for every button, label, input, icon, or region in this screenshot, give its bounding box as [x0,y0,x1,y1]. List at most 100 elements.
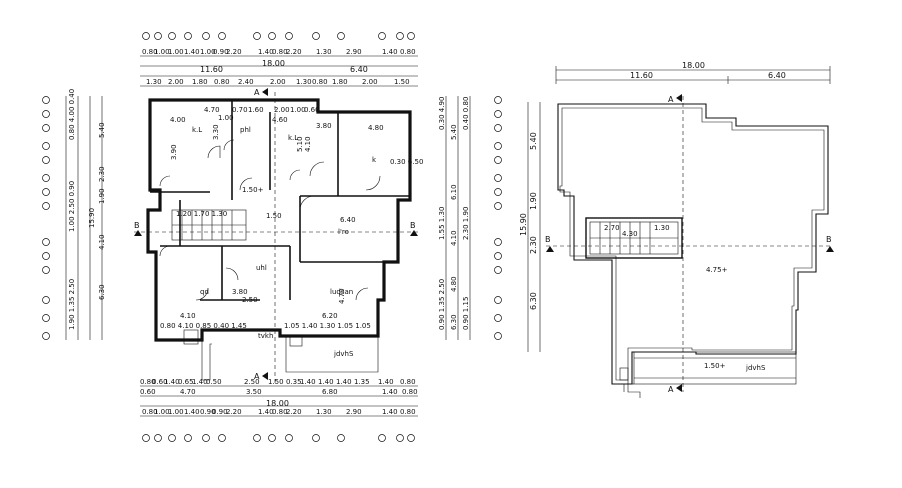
dim-label: 0.80 [312,78,328,86]
right-grid-bubbles [494,96,502,340]
dim-label: 1.50 [394,78,410,86]
dim-label: 5.40 [450,124,458,140]
dim-label: 0.80 [214,78,230,86]
roof-left-dim: 11.60 [630,71,653,80]
top-overall: 18.00 [262,59,285,68]
dim-label: 0.70 [232,106,248,114]
dim-label: 1.40 [336,378,352,386]
svg-text:0.90 1.35 2.50: 0.90 1.35 2.50 [438,279,446,330]
dim-label: 2.90 [346,48,362,56]
dim-label: 5.10 [296,136,304,152]
dim-label: 1.50 [268,378,284,386]
dim-label: 1.40 [300,378,316,386]
left-grid-bubbles [42,96,50,340]
dim-label: 2.00 [270,78,286,86]
dim-label: 4.80 [450,276,458,292]
dim-label: 4.10 [304,136,312,152]
svg-text:1.00 2.50 0.90: 1.00 2.50 0.90 [68,181,76,232]
dim-label: 2.40 [238,78,254,86]
dim-label: 0.80 [142,48,158,56]
svg-text:0.40 0.80: 0.40 0.80 [462,97,470,130]
dim-label: 5.40 [98,122,106,138]
dim-label: 0.65 [178,378,194,386]
dim-label: 1.40 [382,48,398,56]
low-roof-label: jdvhS [745,364,766,372]
dim-label: 1.40 [382,388,398,396]
dim-label: 1.00 [168,408,184,416]
top-total-left: 11.60 [200,65,223,74]
roof-dim: 15.90 [519,213,528,236]
dim-label: 2.20 [286,48,302,56]
room-kl: k.L [192,126,202,134]
dim-label: 0.90 [200,408,216,416]
dim-label: 2.00 [362,78,378,86]
roof-section-a: A [668,385,674,394]
dim-label: 1.00 [290,106,306,114]
top-grid-bubbles [142,32,415,40]
svg-text:0.90 1.15: 0.90 1.15 [462,297,470,330]
dim-label: 2.50 [242,296,258,304]
dim-label: 2.20 [286,408,302,416]
dim-label: 1.90 [98,188,106,204]
dim-label: 4.10 [98,234,106,250]
dim-label: 6.20 [322,312,338,320]
dim-label: 1.30 [316,408,332,416]
dim-label: 1.00 [168,48,184,56]
left-dimension-labels: 5.40 1.90 2.30 15.90 4.10 6.30 [88,122,106,300]
section-markers-left: A A B B [134,88,418,381]
section-b-label: B [134,221,140,230]
dim-label: 0.60 [304,106,320,114]
bottom-dimension-row-2: 0.60 4.70 3.50 6.80 1.40 0.80 [140,388,418,396]
room-phl: phl [240,126,251,134]
dim-label: 1.80 [332,78,348,86]
svg-text:1.05 1.40 1.30 1.05 1.05: 1.05 1.40 1.30 1.05 1.05 [284,322,371,330]
dim-label: 3.90 [170,144,178,160]
dim-label: 0.90 [213,48,229,56]
section-a-label: A [254,372,260,381]
dim-label: 2.00 [274,106,290,114]
dim-label: 2.20 [226,48,242,56]
dim-label: 1.00 [154,48,170,56]
bottom-dimension-row-1: 0.80 0.60 1.40 0.65 1.40 0.50 2.50 1.50 … [140,378,416,386]
room-lro: l'ro [338,228,349,236]
dim-label: 2.30 [98,166,106,182]
dim-label: 4.80 [368,124,384,132]
roof-dim: 2.30 [529,236,538,254]
roof-dim: 1.90 [529,192,538,210]
dim-label: 4.10 [450,230,458,246]
dim-label: 1.40 [378,378,394,386]
room-ludsan: ludsan [330,288,353,296]
dim-label: 0.35 [286,378,302,386]
dim-label: 0.80 [272,48,288,56]
dim-label: 0.80 [400,408,416,416]
dim-label: 1.00 [200,48,216,56]
dim-label: 2.00 [168,78,184,86]
top-dimension-row-3: 1.30 2.00 1.80 0.80 2.40 2.00 1.30 0.80 … [146,78,410,86]
dim-label: 2.50 [244,378,260,386]
dim-label: 0.60 [140,388,156,396]
dim-label: 1.00 [218,114,234,122]
dim-label: 0.80 [140,378,156,386]
dim-label: 6.40 [340,216,356,224]
dim-label: 1.40 [192,378,208,386]
dim-label: 3.50 [246,388,262,396]
dim-label: 6.80 [322,388,338,396]
right-dimension-labels: 5.40 6.10 4.10 4.80 6.30 [450,124,458,330]
top-total-right: 6.40 [350,65,368,74]
svg-text:0.80 4.10 0.85 0.40 1.45: 0.80 4.10 0.85 0.40 1.45 [160,322,247,330]
dim-label: 1.40 [164,378,180,386]
dim-label: 0.80 [402,388,418,396]
section-b-label: B [410,221,416,230]
bottom-dimension-row-4: 0.80 1.00 1.00 1.40 0.90 0.90 2.20 1.40 … [142,408,416,416]
roof-section-b: B [826,235,832,244]
left-floor-plan: 0.80 1.00 1.00 1.40 1.00 0.90 2.20 1.40 … [42,32,502,442]
room-k: k [372,156,377,164]
dim-label: 3.30 [212,124,220,140]
roof-dim: 6.30 [529,292,538,310]
dim-label: 4.70 [204,106,220,114]
dim-label: 4.00 [170,116,186,124]
svg-text:1.90 1.35 2.50: 1.90 1.35 2.50 [68,279,76,330]
svg-text:0.80 4.00 0.40: 0.80 4.00 0.40 [68,89,76,140]
dim-label: 1.40 [258,408,274,416]
